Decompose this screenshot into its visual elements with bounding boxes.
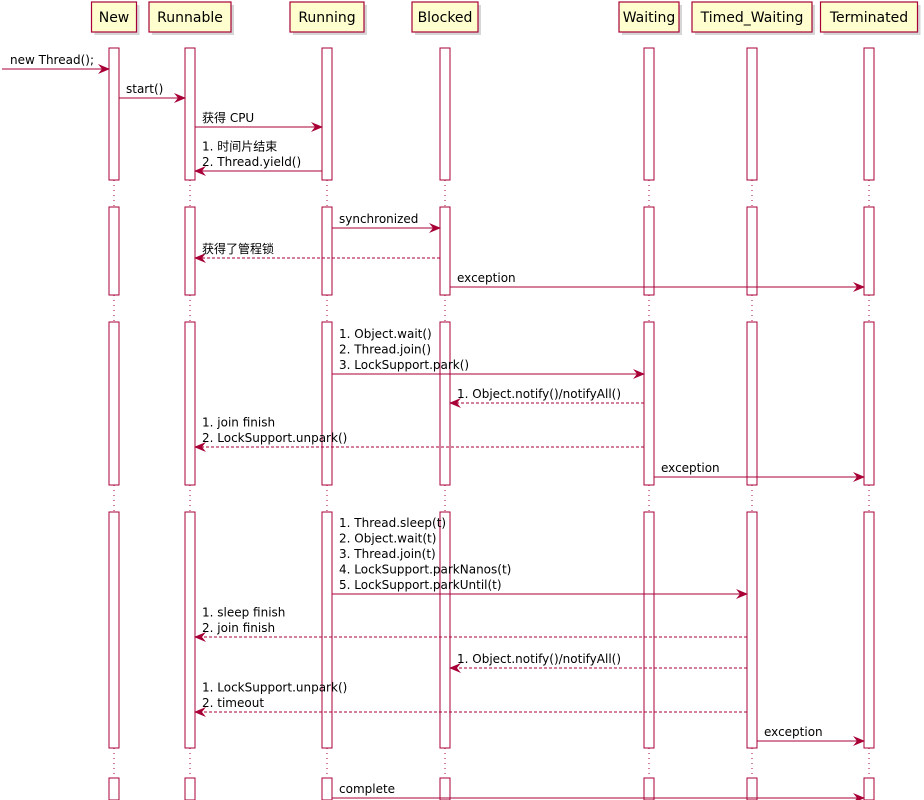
activation-bar-waiting-5 xyxy=(643,777,655,800)
participant-runnable: Runnable xyxy=(148,1,234,35)
message-label: 5. LockSupport.parkUntil(t) xyxy=(339,578,502,592)
activation-bar-running-2 xyxy=(321,206,333,296)
message-17: complete xyxy=(332,782,865,800)
activation-bar-running-4 xyxy=(321,511,333,749)
message-label: 1. 时间片结束 xyxy=(202,140,277,154)
activation-bar-timed-waiting-1 xyxy=(746,47,758,181)
participant-label: Timed_Waiting xyxy=(700,10,804,26)
activation-bar-blocked-1 xyxy=(439,47,451,181)
activation-bar-timed-waiting-2 xyxy=(746,206,758,296)
message-8: 1. Object.wait() 2. Thread.join()3. LockS… xyxy=(332,327,645,379)
activation-bar-runnable-1 xyxy=(184,47,196,181)
activation-bar-new-3 xyxy=(108,321,120,486)
participant-label: Terminated xyxy=(829,10,908,26)
participant-blocked: Blocked xyxy=(411,1,481,35)
activation-bar-running-1 xyxy=(321,47,333,181)
activation-bar-timed-waiting-3 xyxy=(746,321,758,486)
activation-bar-terminated-2 xyxy=(863,206,875,296)
activation-bar-new-4 xyxy=(108,511,120,749)
message-label: 2. Object.wait(t) xyxy=(339,532,436,546)
message-label: 1. join finish xyxy=(202,416,275,430)
activation-bar-runnable-4 xyxy=(184,511,196,749)
message-label: complete xyxy=(339,782,395,796)
participant-label: Running xyxy=(298,10,355,26)
message-3: 获得 CPU xyxy=(195,110,323,132)
message-label: 3. Thread.join(t) xyxy=(339,547,436,561)
message-label: 2. timeout xyxy=(202,696,264,710)
message-label: 1. Object.notify()/notifyAll() xyxy=(457,652,621,666)
participant-timed-waiting: Timed_Waiting xyxy=(691,1,815,35)
activation-bar-new-1 xyxy=(108,47,120,181)
message-label: synchronized xyxy=(339,212,418,226)
activation-bar-timed-waiting-4 xyxy=(746,511,758,749)
activation-bar-waiting-1 xyxy=(643,47,655,181)
activation-bar-waiting-2 xyxy=(643,206,655,296)
message-12: 1. Thread.sleep(t) 2. Object.wait(t)3. Th… xyxy=(332,516,748,599)
activation-bar-waiting-4 xyxy=(643,511,655,749)
message-label: exception xyxy=(661,461,720,475)
message-label: 2. join finish xyxy=(202,621,275,635)
activation-bar-terminated-1 xyxy=(863,47,875,181)
message-label: 1. Object.notify()/notifyAll() xyxy=(457,387,621,401)
activation-bar-running-3 xyxy=(321,321,333,486)
message-label: new Thread(); xyxy=(10,53,94,67)
message-9: 1. Object.notify()/notifyAll() xyxy=(449,387,644,408)
activation-bar-running-5 xyxy=(321,777,333,800)
message-1: new Thread(); xyxy=(2,53,110,74)
message-label: 1. LockSupport.unpark() xyxy=(202,681,347,695)
message-label: exception xyxy=(764,725,823,739)
participant-label: Waiting xyxy=(623,10,676,26)
activation-bar-terminated-3 xyxy=(863,321,875,486)
message-label: 2. Thread.yield() xyxy=(202,155,301,169)
message-label: 1. Thread.sleep(t) xyxy=(339,516,446,530)
participant-terminated: Terminated xyxy=(819,1,921,35)
activation-bar-new-2 xyxy=(108,206,120,296)
message-14: 1. Object.notify()/notifyAll() xyxy=(449,652,747,673)
participant-waiting: Waiting xyxy=(618,1,682,35)
message-2: start() xyxy=(119,82,186,103)
message-label: 2. Thread.join() xyxy=(339,343,431,357)
message-label: 4. LockSupport.parkNanos(t) xyxy=(339,563,511,577)
activation-bar-runnable-3 xyxy=(184,321,196,486)
message-label: 3. LockSupport.park() xyxy=(339,358,469,372)
participant-running: Running xyxy=(289,1,367,35)
activation-bar-timed-waiting-5 xyxy=(746,777,758,800)
message-label: exception xyxy=(457,271,516,285)
message-label: 获得 CPU xyxy=(202,110,254,125)
message-label: 获得了管程锁 xyxy=(202,241,274,256)
activation-bar-waiting-3 xyxy=(643,321,655,486)
activation-bar-terminated-5 xyxy=(863,777,875,800)
participant-label: Blocked xyxy=(418,10,473,26)
message-label: 2. LockSupport.unpark() xyxy=(202,431,347,445)
message-5: synchronized xyxy=(332,212,441,233)
message-15: 1. LockSupport.unpark()2. timeout xyxy=(194,681,747,717)
activation-bar-new-5 xyxy=(108,777,120,800)
activation-bar-blocked-5 xyxy=(439,777,451,800)
message-label: 1. Object.wait() xyxy=(339,327,432,341)
activation-bar-blocked-2 xyxy=(439,206,451,296)
message-11: exception xyxy=(654,461,865,482)
message-6: 获得了管程锁 xyxy=(194,241,440,263)
participant-label: Runnable xyxy=(157,10,223,26)
message-label: 1. sleep finish xyxy=(202,606,285,620)
activation-bar-runnable-5 xyxy=(184,777,196,800)
message-label: start() xyxy=(126,82,163,96)
activation-bar-terminated-4 xyxy=(863,511,875,749)
participant-new: New xyxy=(90,1,140,35)
message-7: exception xyxy=(450,271,865,292)
activation-bar-blocked-4 xyxy=(439,511,451,749)
activation-bar-runnable-2 xyxy=(184,206,196,296)
message-16: exception xyxy=(757,725,865,746)
activation-bar-blocked-3 xyxy=(439,321,451,486)
participant-label: New xyxy=(99,10,130,26)
